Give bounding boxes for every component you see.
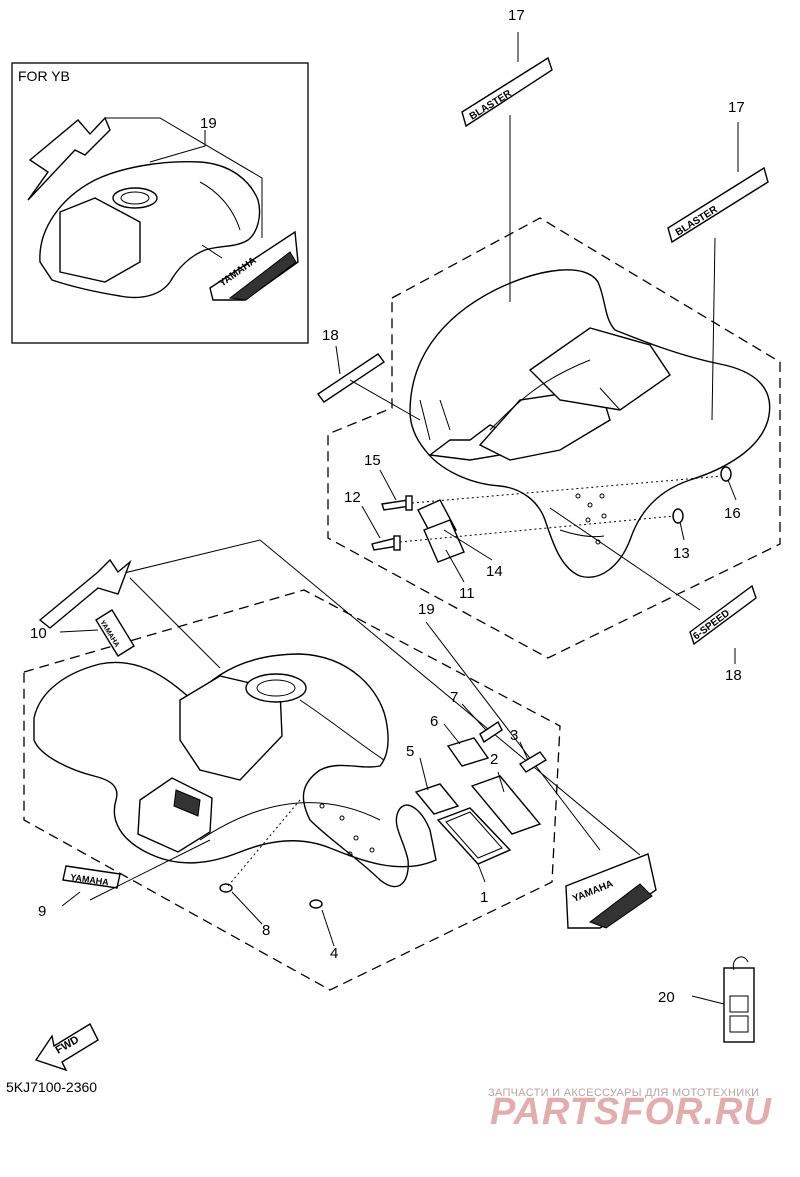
rear-fender-group: BLASTER 17 BLASTER 17 18 6-SPEED 18 [316, 7, 781, 684]
washer-16 [720, 466, 732, 482]
callout-16: 16 [724, 505, 741, 522]
nut-8 [219, 883, 233, 893]
watermark-brand: PARTSFOR.RU [490, 1091, 772, 1133]
front-fender [33, 653, 437, 888]
callout-19-inset: 19 [200, 115, 217, 132]
tag-20: 20 [658, 956, 755, 1043]
plate-6 [446, 737, 490, 767]
callout-5: 5 [406, 743, 414, 760]
nut-4 [309, 899, 323, 909]
front-decal-strip [38, 558, 132, 629]
callout-1: 1 [480, 889, 488, 906]
front-fender-group: YAMAHA 10 YAMAHA 9 [23, 539, 657, 991]
callout-18-upper: 18 [322, 327, 339, 344]
decal-19-main: YAMAHA 19 [418, 601, 657, 929]
inset-caption: FOR YB [18, 68, 70, 84]
callout-19-main: 19 [418, 601, 435, 618]
watermark-tagline: ЗАПЧАСТИ И АКСЕССУАРЫ ДЛЯ МОТОТЕХНИКИ [488, 1087, 759, 1099]
decal-9: YAMAHA 9 [38, 839, 211, 920]
decal-18-upper: 18 [316, 327, 421, 421]
callout-15: 15 [364, 452, 381, 469]
diagram-code: 5KJ7100-2360 [6, 1079, 97, 1095]
callout-12: 12 [344, 489, 361, 506]
inset-frame [11, 62, 309, 344]
callout-20: 20 [658, 989, 675, 1006]
watermark: ЗАПЧАСТИ И АКСЕССУАРЫ ДЛЯ МОТОТЕХНИКИ PA… [488, 1087, 772, 1133]
callout-10: 10 [30, 625, 47, 642]
callout-11: 11 [459, 585, 475, 602]
callout-4: 4 [330, 945, 338, 962]
rear-fender [409, 269, 771, 578]
callout-2: 2 [490, 751, 498, 768]
bolt-3 [518, 751, 548, 773]
callout-14: 14 [486, 563, 503, 580]
callout-8: 8 [262, 922, 270, 939]
rear-hardware: 15 12 14 11 16 13 [344, 452, 741, 602]
callout-17-right: 17 [728, 99, 745, 116]
decal-18-lower-text: 6-SPEED [691, 608, 732, 643]
callout-17-left: 17 [508, 7, 525, 24]
inset-front-fender [39, 160, 261, 299]
washer-13 [672, 508, 684, 524]
plate-5 [414, 783, 460, 815]
inset-for-yb: FOR YB YAMAHA 19 [11, 62, 309, 344]
callout-9: 9 [38, 903, 46, 920]
callout-7: 7 [450, 689, 458, 706]
callout-13: 13 [673, 545, 690, 562]
plate-11 [423, 519, 465, 563]
callout-3: 3 [510, 727, 518, 744]
rear-group-outline [327, 217, 781, 659]
plate-1 [436, 807, 512, 865]
decal-17-left: BLASTER 17 [461, 7, 553, 302]
front-group-outline [23, 589, 561, 991]
callout-18-lower: 18 [725, 667, 742, 684]
bolt-7 [479, 720, 503, 744]
inset-decal-strip [27, 116, 111, 201]
front-hardware: 1 2 3 4 5 6 7 8 [219, 689, 548, 962]
callout-6: 6 [430, 713, 438, 730]
plate-2 [470, 775, 542, 835]
fwd-arrow: FWD [34, 1023, 99, 1072]
